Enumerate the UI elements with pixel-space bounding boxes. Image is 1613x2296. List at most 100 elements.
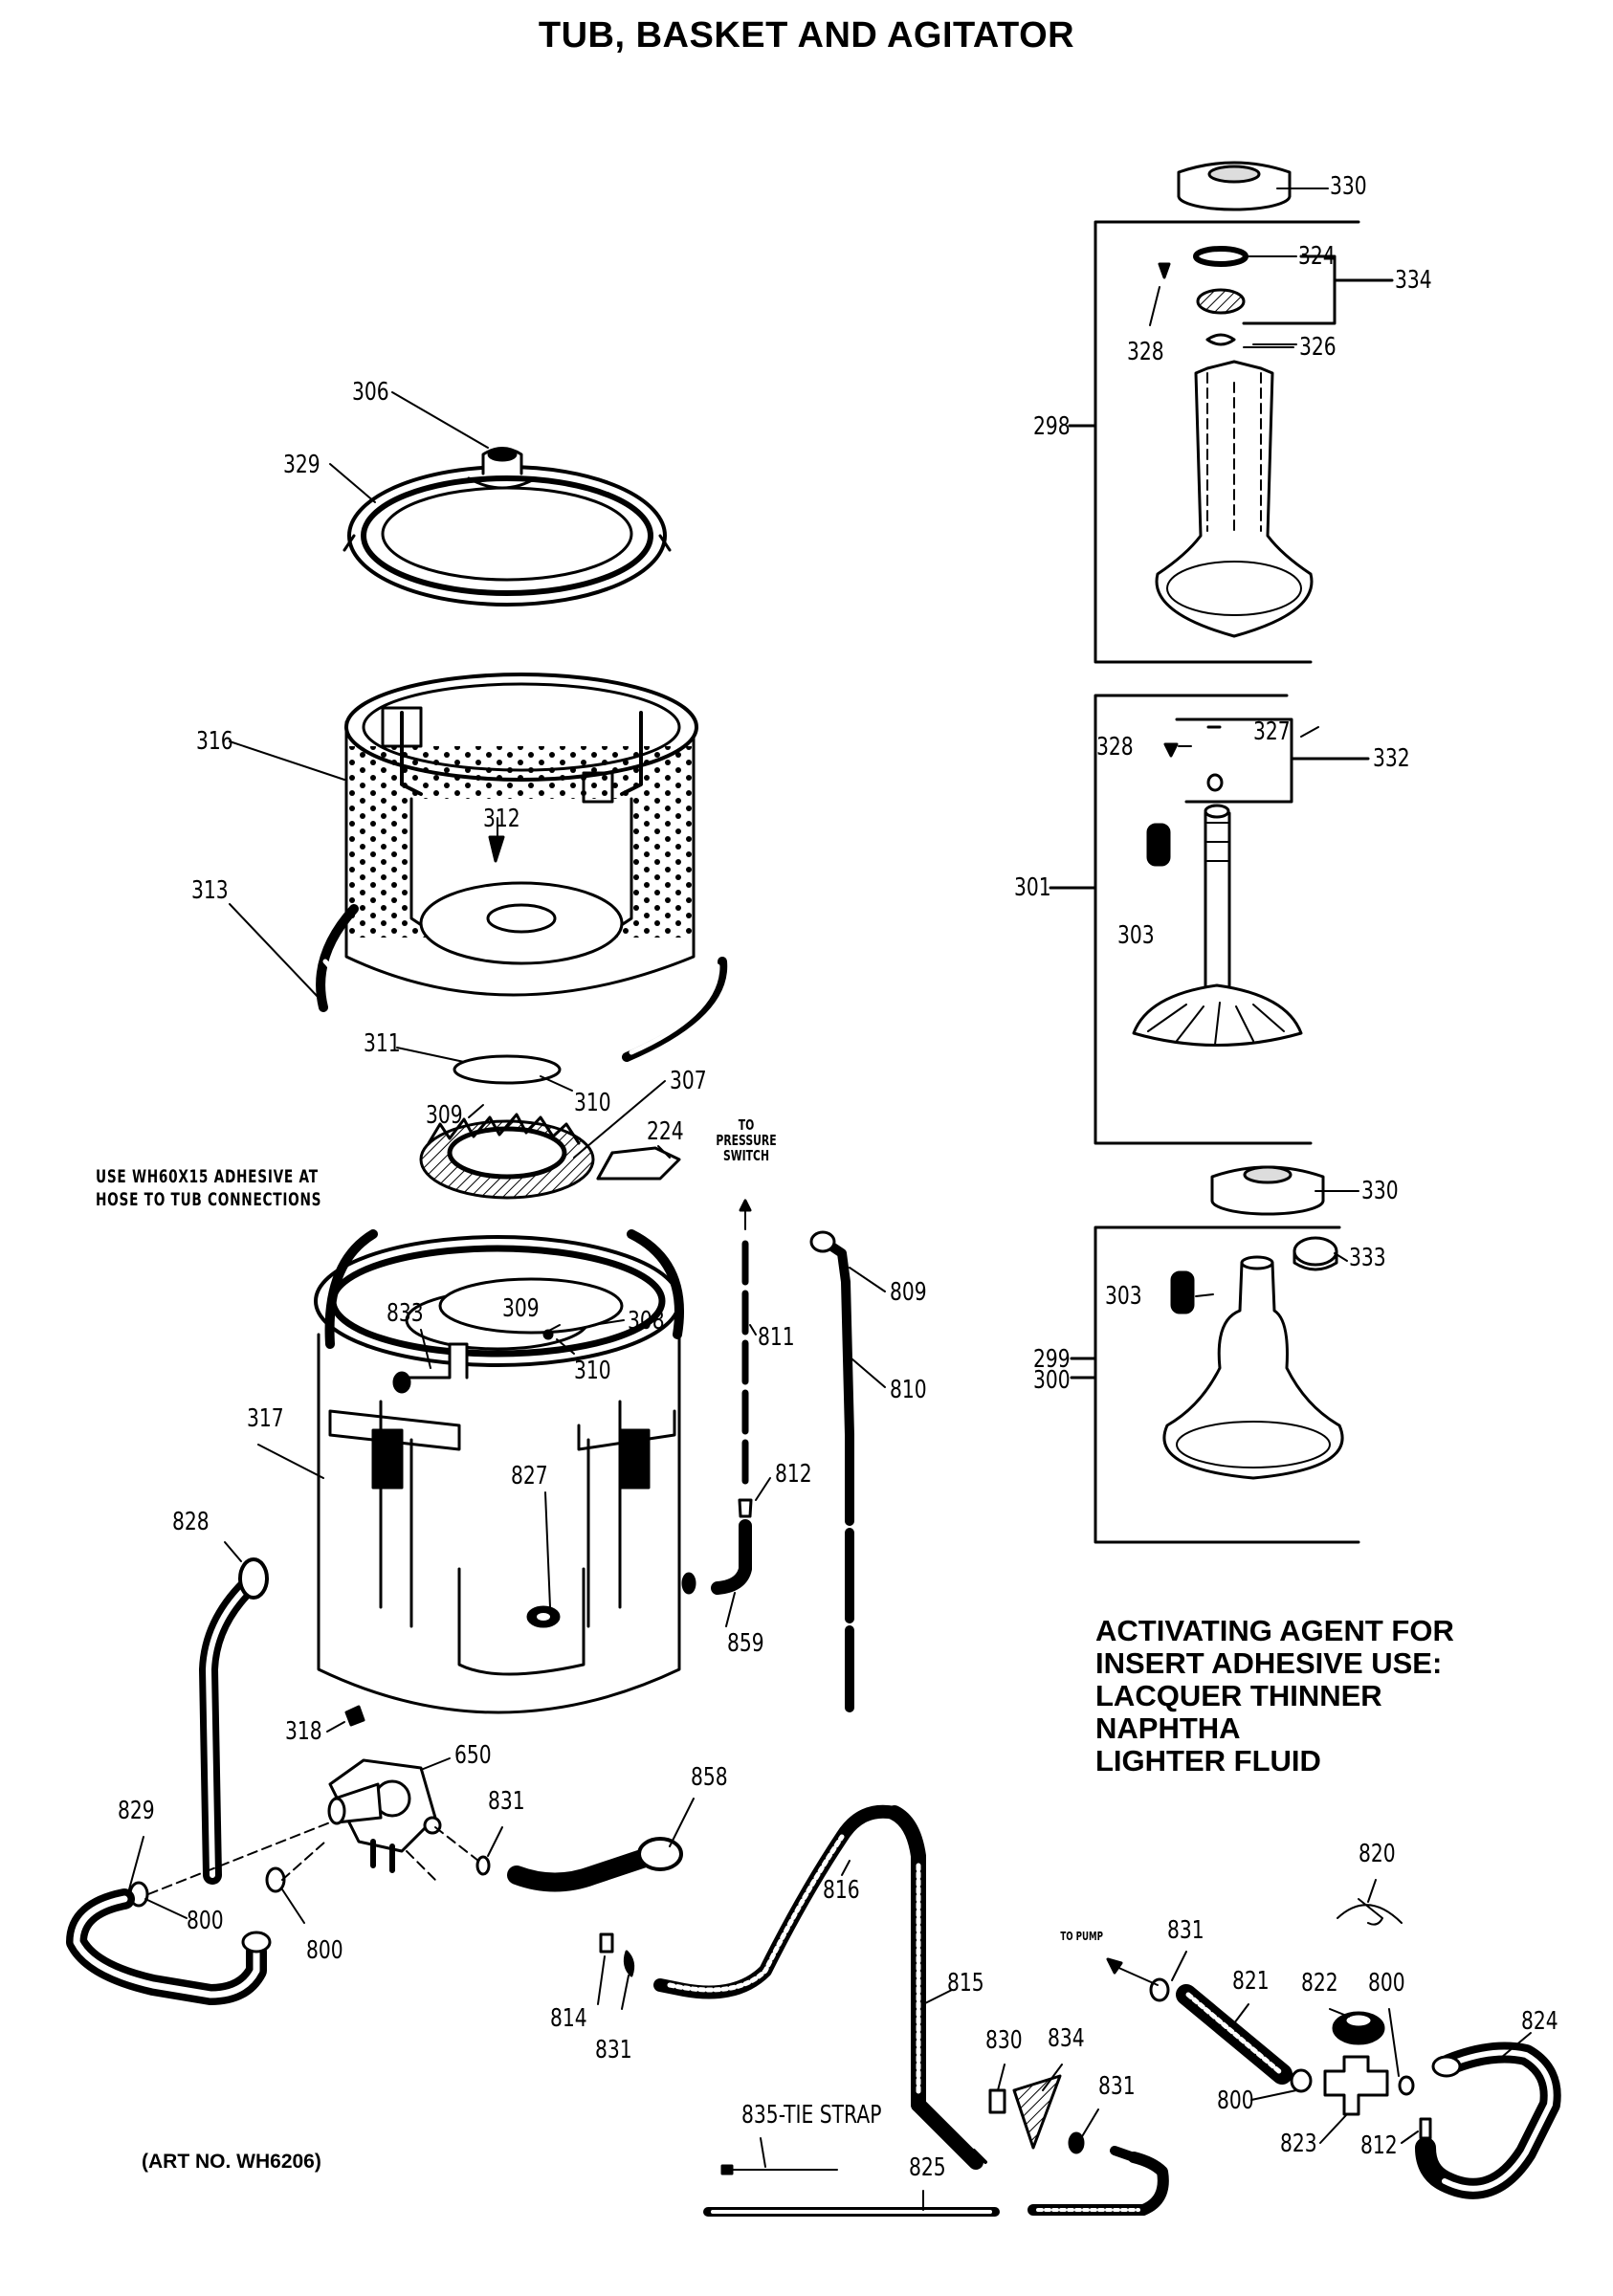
clamp-ring-311 (453, 1054, 562, 1085)
hose-828 (199, 1557, 269, 1885)
callout-301: 301 (1014, 873, 1051, 902)
callout-312: 312 (483, 805, 520, 833)
callout-298: 298 (1033, 412, 1071, 441)
callout-830: 830 (985, 2026, 1023, 2055)
callout-858: 858 (691, 1763, 728, 1792)
callout-811: 811 (758, 1323, 795, 1352)
insert-303a (1146, 823, 1171, 867)
agent-line-5: LIGHTER FLUID (1095, 1744, 1321, 1777)
adhesive-note: USE WH60X15 ADHESIVE AT HOSE TO TUB CONN… (96, 1165, 321, 1211)
agitator-299-300 (1162, 1255, 1344, 1480)
callout-303-b: 303 (1105, 1282, 1142, 1311)
callout-816: 816 (823, 1876, 860, 1905)
callout-329: 329 (283, 451, 320, 479)
agent-line-3: LACQUER THINNER (1095, 1679, 1382, 1712)
fitting-830 (988, 2088, 1006, 2114)
callout-303: 303 (1117, 921, 1155, 950)
pressure-note-line-3: SWITCH (722, 1147, 770, 1164)
hose-809-810 (809, 1230, 854, 1712)
hose-824 (1415, 2042, 1561, 2199)
callout-831: 831 (488, 1787, 525, 1816)
clamp-800d (1398, 2075, 1415, 2096)
fitting-814 (599, 1932, 614, 1954)
callout-828: 828 (172, 1508, 210, 1536)
activating-agent-note: ACTIVATING AGENT FOR INSERT ADHESIVE USE… (1095, 1615, 1454, 1777)
leader-lines (128, 188, 1532, 2211)
bracket-224 (596, 1146, 681, 1181)
callout-835: 835-TIE STRAP (741, 2101, 882, 2130)
callout-318: 318 (285, 1717, 322, 1746)
callout-815: 815 (947, 1969, 984, 1998)
seal-ring-324 (1193, 246, 1248, 267)
callout-328-b: 328 (1096, 733, 1134, 762)
fitting-812a (738, 1498, 753, 1518)
callout-859: 859 (727, 1629, 764, 1658)
callout-332: 332 (1373, 744, 1410, 773)
callout-327: 327 (1253, 718, 1291, 746)
callout-299: 299 (1033, 1345, 1071, 1374)
callout-324: 324 (1298, 242, 1336, 271)
screw-328b (1163, 742, 1179, 758)
callout-309: 309 (426, 1101, 463, 1130)
callout-827: 827 (511, 1462, 548, 1490)
callout-308: 308 (628, 1307, 665, 1336)
agitator-cap-330b (1210, 1165, 1325, 1216)
clip-318 (344, 1705, 365, 1727)
funnel-834 (1012, 2074, 1062, 2150)
callout-821: 821 (1232, 1967, 1270, 1996)
callout-300: 300 (1033, 1366, 1071, 1395)
callout-809: 809 (890, 1278, 927, 1307)
hose-859 (711, 1519, 752, 1595)
insert-303b (1170, 1270, 1195, 1314)
page-title: TUB, BASKET AND AGITATOR (538, 15, 1075, 55)
hose-858 (507, 1837, 683, 1892)
agent-line-4: NAPHTHA (1095, 1711, 1241, 1745)
callout-822: 822 (1301, 1969, 1338, 1998)
callout-310: 310 (574, 1089, 611, 1117)
seal-307 (419, 1113, 595, 1200)
clip-820 (1337, 1898, 1403, 1926)
callout-328: 328 (1127, 338, 1164, 366)
hose-825 (703, 2146, 1169, 2217)
pump-650 (327, 1758, 479, 1881)
agent-line-1: ACTIVATING AGENT FOR (1095, 1614, 1454, 1647)
callout-800-d: 800 (1217, 2086, 1254, 2115)
adhesive-note-line-2: HOSE TO TUB CONNECTIONS (96, 1189, 322, 1210)
callout-330-b: 330 (1361, 1177, 1399, 1205)
callout-831-c: 831 (1098, 2072, 1136, 2101)
bracket-299-300 (1094, 1225, 1360, 1544)
callout-317: 317 (247, 1404, 284, 1433)
callout-800-c: 800 (1368, 1969, 1405, 1998)
callout-800: 800 (187, 1907, 224, 1935)
auger-301 (1132, 804, 1303, 1047)
callout-333: 333 (1349, 1244, 1386, 1272)
tie-strap-835 (720, 2164, 838, 2175)
callout-829: 829 (118, 1797, 155, 1825)
agitator-298 (1155, 360, 1314, 638)
callout-831-d: 831 (1167, 1916, 1204, 1945)
callout-812: 812 (775, 1460, 812, 1489)
pressure-note-line-2: PRESSURE (716, 1132, 777, 1149)
callout-812-b: 812 (1360, 2131, 1398, 2160)
cap-306 (467, 447, 538, 490)
bracket-301 (1094, 694, 1313, 1145)
callout-334: 334 (1395, 266, 1432, 295)
cam-334 (1196, 288, 1246, 315)
callout-810: 810 (890, 1376, 927, 1404)
callout-800-b: 800 (306, 1936, 343, 1965)
callout-224: 224 (647, 1117, 684, 1146)
pressure-note-line-1: TO (738, 1116, 755, 1134)
callout-309-b: 309 (502, 1294, 540, 1323)
agitator-cap-330 (1177, 161, 1292, 211)
callout-650: 650 (454, 1741, 492, 1770)
callout-814: 814 (550, 2004, 587, 2033)
tub-cover-329 (342, 465, 672, 607)
callout-316: 316 (196, 727, 233, 756)
cap-333 (1293, 1236, 1338, 1271)
bracket-298 (1094, 220, 1360, 664)
hose-821 (1176, 1984, 1293, 2085)
valve-822 (1332, 2011, 1385, 2045)
clamp-308 (438, 1277, 624, 1340)
art-number: (ART NO. WH6206) (142, 2151, 321, 2173)
